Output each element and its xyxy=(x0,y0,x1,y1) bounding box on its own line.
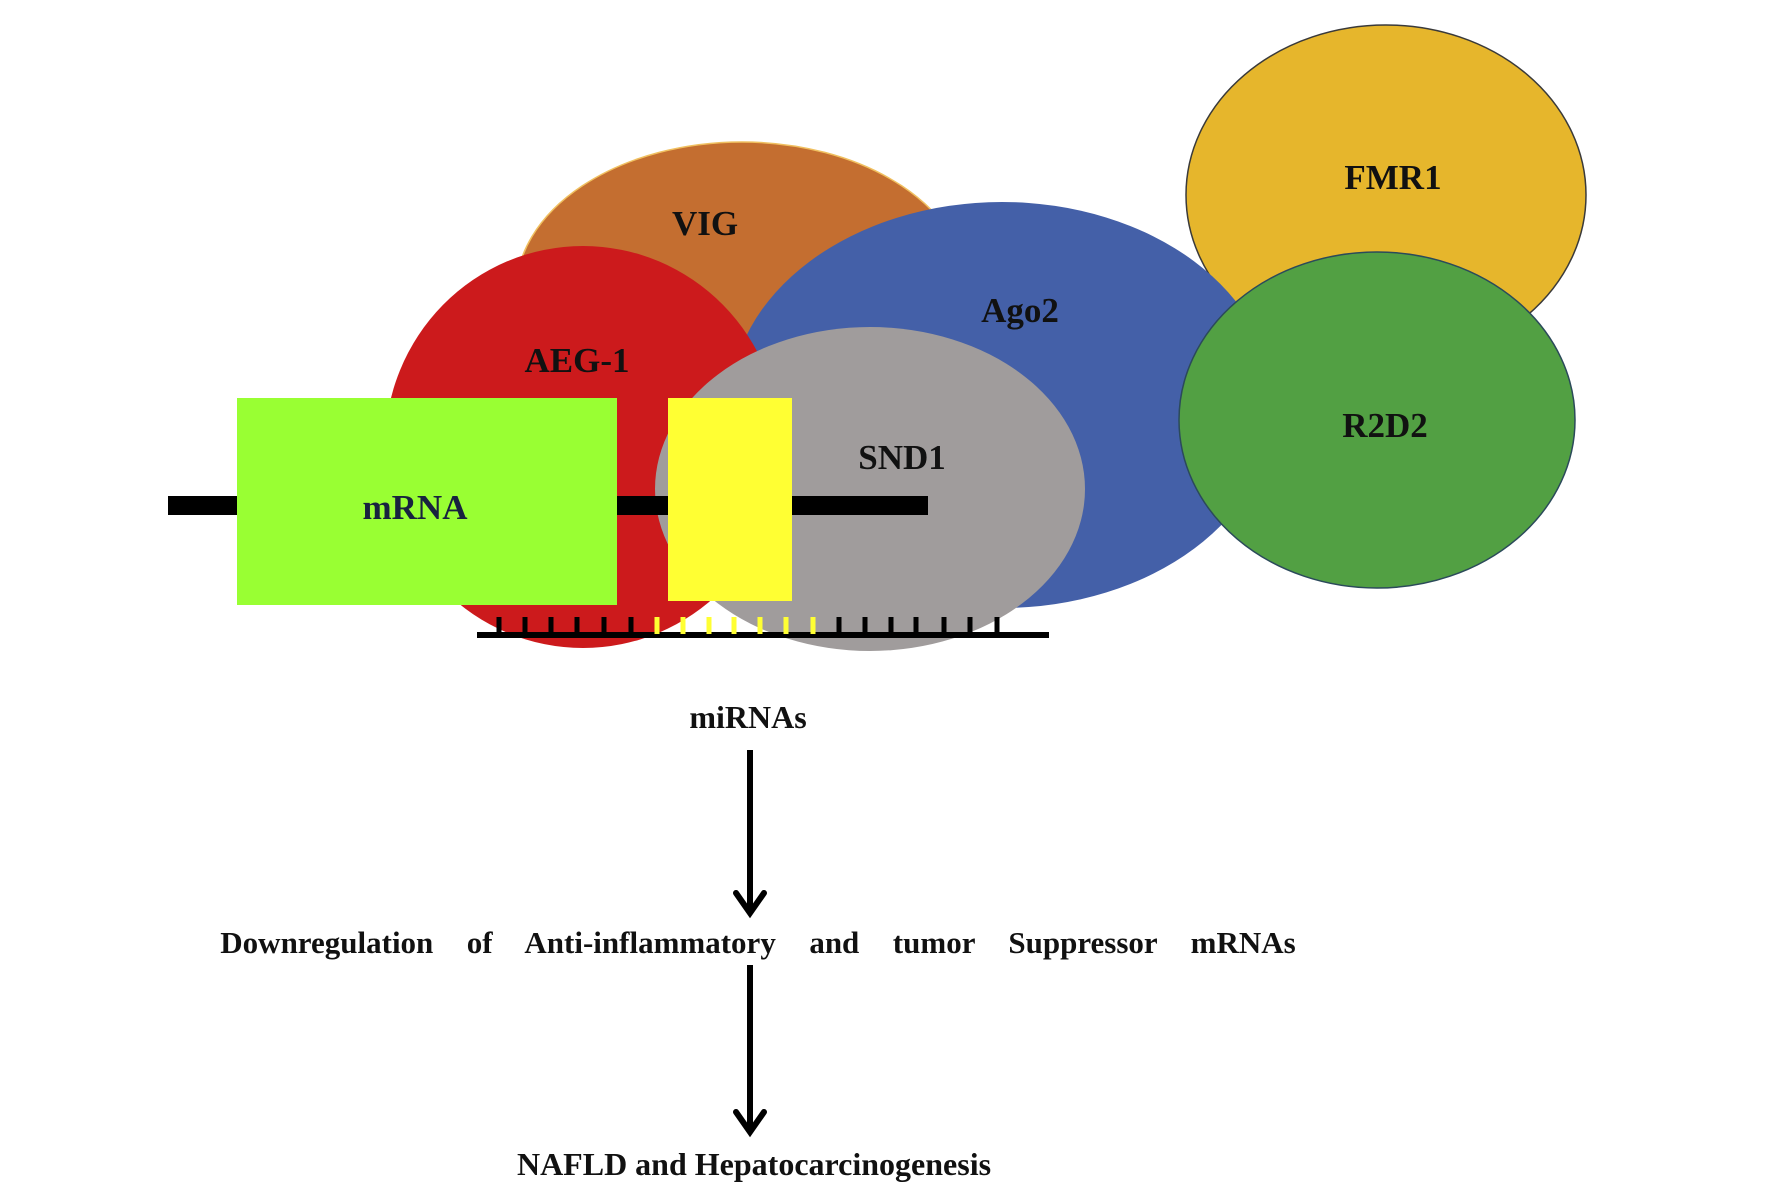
seed-base-tick xyxy=(757,617,763,634)
base-tick xyxy=(888,617,894,634)
base-tick xyxy=(994,617,1000,634)
downregulation-label: Downregulation of Anti-inflammatory and … xyxy=(220,925,1295,960)
base-tick xyxy=(601,617,607,634)
base-tick xyxy=(913,617,919,634)
r2d2-ellipse xyxy=(1178,251,1576,589)
nafld-label: NAFLD and Hepatocarcinogenesis xyxy=(517,1146,991,1182)
base-tick xyxy=(967,617,973,634)
base-tick xyxy=(574,617,580,634)
base-tick xyxy=(862,617,868,634)
snd1-label: SND1 xyxy=(858,438,946,477)
mirnas-label: miRNAs xyxy=(689,699,806,735)
fmr1-label: FMR1 xyxy=(1344,158,1441,197)
r2d2-label: R2D2 xyxy=(1342,406,1428,445)
mrna-label: mRNA xyxy=(363,488,469,527)
seed-base-tick xyxy=(783,617,789,634)
aeg1-label: AEG-1 xyxy=(525,341,630,380)
seed-base-tick xyxy=(810,617,816,634)
mrna-box xyxy=(237,398,617,605)
mirna-binding-site xyxy=(668,398,792,601)
seed-base-tick xyxy=(731,617,737,634)
base-tick xyxy=(522,617,528,634)
base-tick xyxy=(836,617,842,634)
seed-base-tick xyxy=(680,617,686,634)
seed-base-tick xyxy=(706,617,712,634)
arrow-down-icon xyxy=(733,965,767,1138)
ago2-label: Ago2 xyxy=(981,291,1059,330)
mirna-strand-line xyxy=(477,632,1049,638)
base-tick xyxy=(941,617,947,634)
vig-label: VIG xyxy=(672,204,738,243)
base-tick xyxy=(548,617,554,634)
arrow-down-icon xyxy=(733,750,767,919)
seed-base-tick xyxy=(654,617,660,634)
mirna-strand xyxy=(477,617,1049,638)
base-tick xyxy=(496,617,502,634)
base-tick xyxy=(628,617,634,634)
